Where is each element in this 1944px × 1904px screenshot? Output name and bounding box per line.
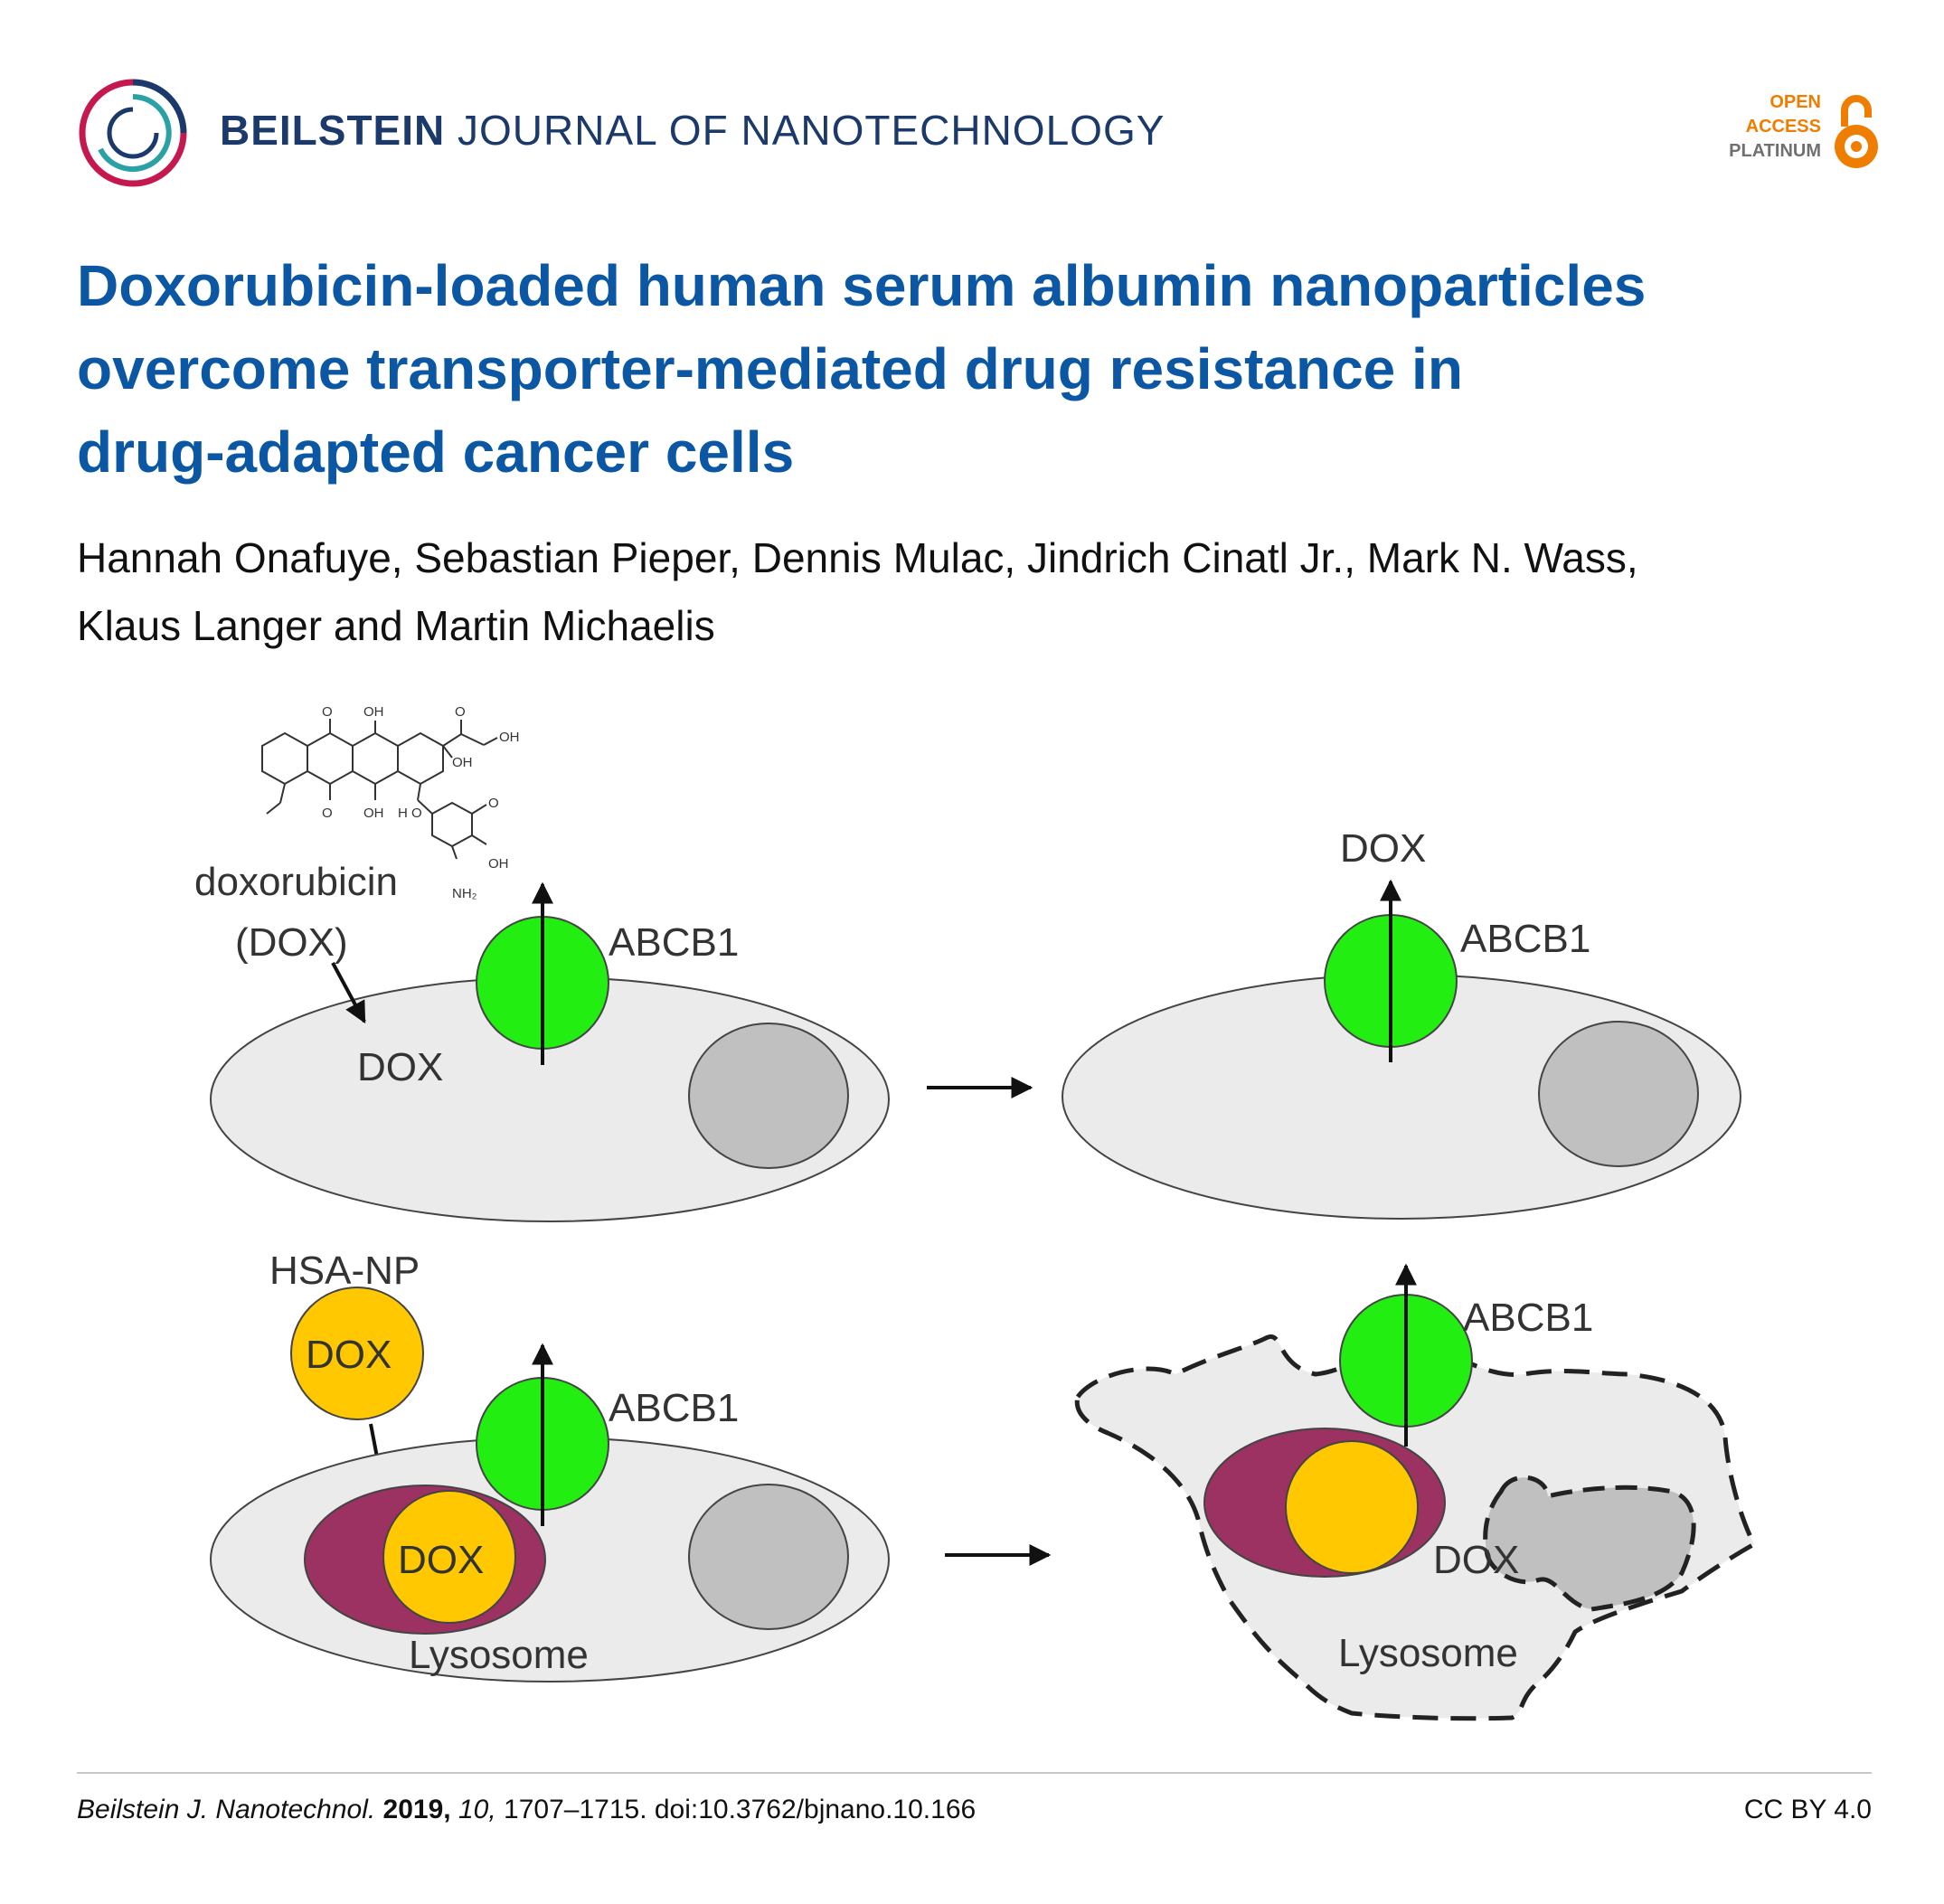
open-access-line-1: OPEN: [1769, 92, 1821, 112]
structure-label-h: H: [398, 806, 408, 821]
author-list: Hannah Onafuye, Sebastian Pieper, Dennis…: [77, 524, 1867, 660]
nucleus: [1538, 1021, 1699, 1167]
label-dox-paren: (DOX): [235, 920, 348, 965]
label-dox: DOX: [357, 1045, 443, 1089]
hsa-nanoparticle: [290, 1287, 424, 1420]
doxorubicin-structure: [261, 719, 498, 860]
cell-bottom-left: [210, 1343, 890, 1682]
citation-volume: 10,: [458, 1795, 496, 1824]
structure-label-o: O: [455, 704, 466, 720]
cell-top-left: [210, 881, 890, 1222]
cell-bottom-right: [1074, 1263, 1758, 1721]
article-title: Doxorubicin-loaded human serum albumin n…: [77, 244, 1867, 494]
journal-logo-icon: [79, 79, 187, 187]
label-abcb1: ABCB1: [609, 920, 739, 965]
label-dox: DOX: [1433, 1538, 1519, 1582]
structure-label-o: O: [322, 704, 333, 720]
nucleus: [688, 1484, 849, 1630]
title-line: Doxorubicin-loaded human serum albumin n…: [77, 253, 1647, 318]
footer-divider: [77, 1772, 1872, 1774]
hsa-nanoparticle: [382, 1490, 516, 1624]
journal-name-bold: BEILSTEIN: [220, 107, 446, 154]
citation: Beilstein J. Nanotechnol. 2019, 10, 1707…: [77, 1795, 976, 1825]
open-access-line-2: ACCESS: [1745, 117, 1821, 137]
graphical-abstract: O OH O OH OH O OH H O O OH NH₂ doxorubic…: [194, 704, 1758, 1721]
label-abcb1: ABCB1: [609, 1386, 739, 1430]
hsa-nanoparticle: [1285, 1440, 1419, 1574]
citation-year: 2019,: [382, 1795, 451, 1824]
open-access-badge: OPEN ACCESS PLATINUM: [1700, 90, 1881, 174]
structure-label-oh: OH: [499, 730, 520, 745]
author-line: Klaus Langer and Martin Michaelis: [77, 602, 715, 649]
citation-journal: Beilstein J. Nanotechnol.: [77, 1795, 376, 1824]
structure-label-oh: OH: [488, 856, 509, 872]
label-dox: DOX: [1340, 826, 1426, 871]
label-abcb1: ABCB1: [1463, 1296, 1593, 1340]
title-line: drug-adapted cancer cells: [77, 419, 795, 485]
label-abcb1: ABCB1: [1460, 917, 1590, 961]
structure-label-nh2: NH₂: [452, 886, 477, 901]
author-line: Hannah Onafuye, Sebastian Pieper, Dennis…: [77, 534, 1638, 581]
structure-label-o: O: [488, 796, 499, 811]
citation-pages-doi: 1707–1715. doi:10.3762/bjnano.10.166: [504, 1795, 977, 1824]
structure-label-o: O: [411, 806, 422, 821]
structure-label-oh: OH: [363, 806, 384, 821]
title-line: overcome transporter-mediated drug resis…: [77, 336, 1463, 401]
journal-name: BEILSTEIN JOURNAL OF NANOTECHNOLOGY: [220, 106, 1165, 155]
label-lysosome: Lysosome: [1338, 1631, 1518, 1675]
structure-label-oh: OH: [452, 755, 473, 770]
structure-label-o: O: [322, 806, 333, 821]
label-dox: DOX: [398, 1538, 484, 1582]
label-doxorubicin: doxorubicin: [194, 860, 398, 904]
label-dox: DOX: [306, 1333, 392, 1377]
cell-top-right: [1062, 879, 1741, 1220]
open-access-line-3: PLATINUM: [1729, 141, 1821, 161]
label-hsa-np: HSA-NP: [269, 1249, 420, 1293]
nucleus: [688, 1023, 849, 1169]
structure-label-oh: OH: [363, 704, 384, 720]
open-lock-icon: [1835, 95, 1878, 168]
license: CC BY 4.0: [1743, 1795, 1872, 1824]
journal-name-rest: JOURNAL OF NANOTECHNOLOGY: [458, 107, 1165, 154]
label-lysosome: Lysosome: [409, 1633, 589, 1677]
